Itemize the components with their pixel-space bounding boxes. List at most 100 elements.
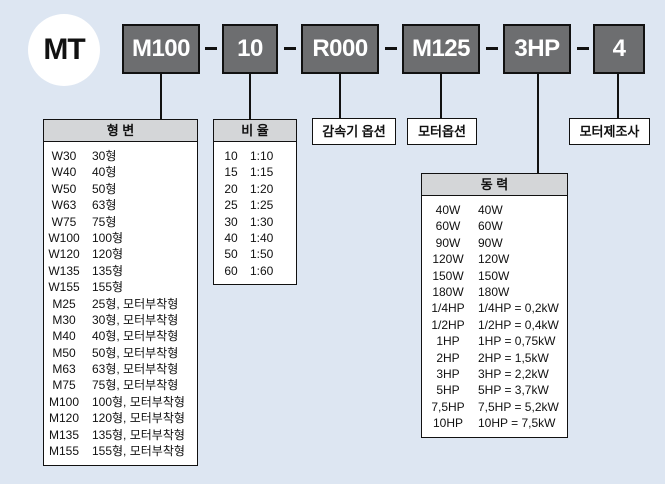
frame-row-description: 135형, 모터부착형: [92, 427, 185, 442]
frame-row-code: W30: [51, 149, 77, 163]
power-row: 90W 90W: [422, 235, 567, 251]
power-row-description: 90W: [478, 235, 503, 250]
ratio-row-description: 1:25: [250, 198, 274, 213]
frame-row: M40 40형, 모터부착형: [44, 328, 197, 344]
power-row-description: 10HP = 7,5kW: [478, 416, 556, 431]
reducer-option-label: 감속기 옵션: [322, 124, 386, 139]
frame-row-description: 120형, 모터부착형: [92, 411, 185, 426]
power-row-code: 5HP: [436, 383, 460, 398]
power-row-description: 40W: [478, 203, 503, 217]
ratio-row-code: 10: [224, 149, 238, 163]
frame-row-description: 155형: [92, 280, 124, 295]
frame-row-code: M50: [52, 345, 76, 360]
connector-frame: [160, 74, 162, 119]
frame-row-description: 100형, 모터부착형: [92, 394, 185, 409]
power-row-code: 120W: [432, 252, 464, 267]
ratio-row-description: 1:50: [250, 247, 274, 262]
power-table-title: 동 력: [422, 174, 567, 196]
frame-row-code: M120: [48, 411, 80, 426]
frame-table-title: 형 변: [44, 120, 197, 142]
ratio-row: 30 1:30: [214, 214, 296, 230]
motor-maker-label-box: 모터제조사: [569, 118, 650, 145]
power-row-code: 3HP: [436, 366, 460, 381]
power-row-code: 180W: [432, 284, 464, 299]
frame-row: W155 155형: [44, 279, 197, 295]
ratio-row-code: 30: [224, 214, 238, 229]
motor-option-label: 모터옵션: [418, 124, 466, 139]
power-row-description: 1/4HP = 0,2kW: [478, 301, 559, 316]
frame-row-description: 63형: [92, 198, 117, 213]
power-row: 150W 150W: [422, 268, 567, 284]
power-row-description: 150W: [478, 268, 510, 283]
code-power-label: 3HP: [514, 35, 560, 62]
power-row-code: 150W: [432, 268, 464, 283]
frame-row-code: W63: [51, 198, 77, 213]
frame-row-description: 100형: [92, 230, 124, 245]
ratio-row-code: 40: [224, 230, 238, 245]
ratio-row-code: 20: [224, 181, 238, 196]
ratio-row-description: 1:30: [250, 214, 274, 229]
connector-power: [537, 74, 539, 173]
frame-row: W63 63형: [44, 197, 197, 213]
ratio-row-code: 60: [224, 263, 238, 278]
frame-row-description: 135형: [92, 263, 124, 278]
ratio-row: 10 1:10: [214, 148, 296, 164]
frame-row-code: W155: [48, 280, 80, 295]
ratio-row: 40 1:40: [214, 230, 296, 246]
frame-row-description: 50형, 모터부착형: [92, 345, 179, 360]
code-motor-option-label: M125: [411, 35, 471, 62]
ratio-row-description: 1:40: [250, 230, 274, 245]
power-row: 3HP 3HP = 2,2kW: [422, 366, 567, 382]
frame-row-description: 40형: [92, 165, 117, 180]
power-row-description: 3HP = 2,2kW: [478, 366, 549, 381]
power-row-description: 120W: [478, 252, 510, 267]
dash-2: [284, 47, 296, 50]
ratio-row-description: 1:15: [250, 165, 274, 180]
power-row-code: 90W: [435, 235, 461, 250]
frame-row-description: 30형: [92, 149, 117, 163]
frame-row-code: W100: [48, 230, 80, 245]
power-row-code: 1HP: [436, 334, 460, 349]
connector-reducer-option: [339, 74, 341, 118]
frame-row-code: M63: [52, 362, 76, 377]
frame-row-description: 40형, 모터부착형: [92, 329, 179, 344]
power-row-description: 180W: [478, 284, 510, 299]
connector-motor-maker: [617, 74, 619, 118]
ratio-row-description: 1:10: [250, 149, 274, 163]
code-reducer-option-label: R000: [312, 35, 368, 62]
code-box-ratio: 10: [222, 24, 278, 74]
connector-ratio: [249, 74, 251, 119]
code-box-motor-maker: 4: [593, 24, 645, 74]
frame-row-code: W120: [48, 247, 80, 262]
mt-prefix-label: MT: [43, 33, 85, 66]
code-box-reducer-option: R000: [301, 24, 379, 74]
ratio-row: 50 1:50: [214, 246, 296, 262]
power-row-code: 2HP: [436, 350, 460, 365]
ratio-row-code: 50: [224, 247, 238, 262]
frame-row-code: M40: [52, 329, 76, 344]
power-row: 120W 120W: [422, 251, 567, 267]
frame-row-code: M25: [52, 296, 76, 311]
frame-row-code: M30: [52, 312, 76, 327]
code-box-frame: M100: [122, 24, 200, 74]
connector-motor-option: [440, 74, 442, 118]
frame-row-description: 120형: [92, 247, 124, 262]
code-motor-maker-label: 4: [612, 35, 626, 62]
